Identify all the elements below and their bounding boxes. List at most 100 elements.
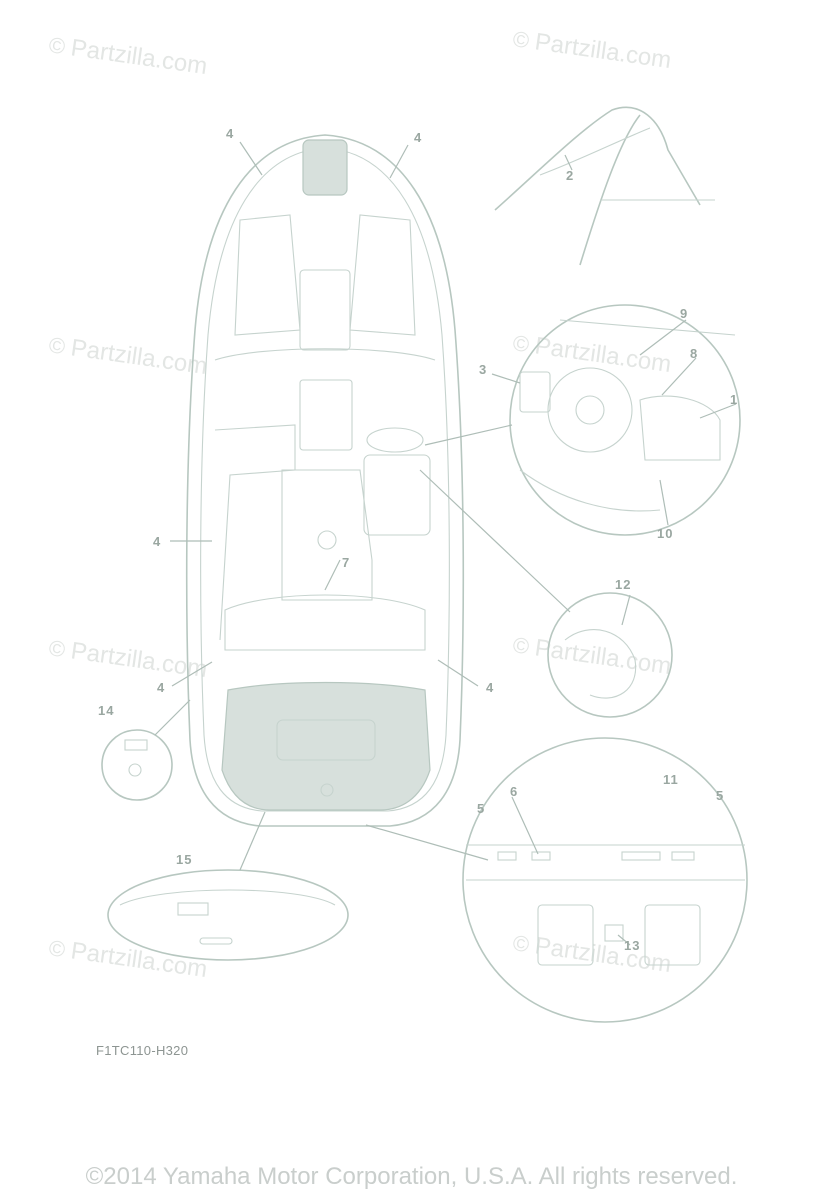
helm-switch-panel (519, 371, 551, 413)
watermark-top-left: ©Partzilla.com (47, 31, 209, 80)
watermark-mid-right: ©Partzilla.com (511, 329, 673, 378)
svg-text:©Partzilla.com: ©Partzilla.com (511, 631, 673, 680)
callout-9: 9 (680, 306, 688, 321)
leader-lines (154, 141, 737, 946)
helm-console-edge (519, 469, 661, 512)
figure-code: F1TC110-H320 (96, 1043, 189, 1058)
tow-eye (128, 763, 142, 777)
transom-engine-left (537, 904, 594, 966)
watermark-text: Partzilla.com (533, 332, 673, 378)
callout-5-right: 5 (716, 788, 724, 803)
rear-bench-seat (224, 594, 426, 651)
watermark-bottom-left: ©Partzilla.com (47, 934, 209, 983)
copyright-symbol-icon: © (47, 935, 67, 962)
left-bow-seat (234, 214, 301, 336)
walkthrough-panel (299, 379, 353, 451)
callout-12: 12 (615, 577, 631, 592)
watermark-top-right: ©Partzilla.com (511, 25, 673, 74)
transom-engine-right (644, 904, 701, 966)
callout-2: 2 (566, 168, 574, 183)
callout-13: 13 (624, 938, 640, 953)
rear-seat-detail (547, 592, 673, 718)
right-bow-seat (349, 214, 416, 336)
svg-text:©Partzilla.com: ©Partzilla.com (47, 634, 209, 683)
watermark-layer: ©Partzilla.com ©Partzilla.com ©Partzilla… (47, 25, 673, 983)
tow-eye-label-box (124, 739, 148, 751)
engine-hatch (276, 719, 376, 761)
helm-dash-line (559, 319, 736, 336)
helm-wheel-hub (575, 395, 605, 425)
tow-eye-detail (101, 729, 173, 801)
callout-4-side: 4 (153, 534, 161, 549)
tower-detail (494, 106, 715, 266)
stern-drain (320, 783, 334, 797)
callout-4-bow-right: 4 (414, 130, 422, 145)
transom-label-13 (604, 924, 624, 942)
callout-3: 3 (479, 362, 487, 377)
callout-11: 11 (663, 772, 679, 787)
stern-label-box (177, 902, 209, 916)
boat-hull-outline (185, 134, 465, 827)
transom-detail (462, 737, 748, 1023)
copyright-symbol-icon: © (47, 32, 67, 59)
svg-text:©Partzilla.com: ©Partzilla.com (47, 31, 209, 80)
callout-6: 6 (510, 784, 518, 799)
boat-top-view (185, 134, 465, 827)
svg-text:©Partzilla.com: ©Partzilla.com (511, 929, 673, 978)
watermark-text: Partzilla.com (533, 28, 673, 74)
transom-detail-circle (462, 737, 748, 1023)
watermark-text: Partzilla.com (69, 937, 209, 983)
copyright-notice: ©2014 Yamaha Motor Corporation, U.S.A. A… (85, 1163, 738, 1190)
stern-detail-edge (119, 889, 336, 906)
copyright-symbol-icon: © (511, 632, 531, 659)
tower-crossbar (539, 127, 651, 176)
svg-text:©Partzilla.com: ©Partzilla.com (511, 25, 673, 74)
windshield-line (214, 348, 436, 361)
bow-hatch (302, 139, 348, 196)
callout-4-bow-left: 4 (226, 126, 234, 141)
transom-label-5-right (671, 851, 695, 861)
watermark-low-left: ©Partzilla.com (47, 634, 209, 683)
swim-platform (221, 681, 431, 811)
watermark-low-right: ©Partzilla.com (511, 631, 673, 680)
copyright-symbol-icon: © (511, 930, 531, 957)
tow-eye-detail-circle (101, 729, 173, 801)
transom-label-5-left (497, 851, 517, 861)
callout-1: 1 (730, 392, 738, 407)
watermark-text: Partzilla.com (69, 34, 209, 80)
watermark-bottom-right: ©Partzilla.com (511, 929, 673, 978)
callout-labels: 1 2 3 4 4 4 4 4 5 5 6 7 8 9 10 11 12 13 … (98, 126, 738, 953)
helm-detail (509, 304, 741, 536)
transom-label-11 (621, 851, 661, 861)
stern-handle (199, 937, 233, 945)
cockpit-floor (281, 469, 373, 601)
tower-frame-front (494, 106, 701, 211)
bow-floor-hatch (299, 269, 351, 351)
copyright-symbol-icon: © (47, 635, 67, 662)
watermark-text: Partzilla.com (533, 932, 673, 978)
helm-steering-wheel (547, 367, 633, 453)
rear-seat-detail-circle (547, 592, 673, 718)
left-cockpit-seat (214, 424, 296, 641)
watermark-text: Partzilla.com (533, 634, 673, 680)
callout-8: 8 (690, 346, 698, 361)
rear-seat-detail-shape (564, 629, 637, 699)
svg-text:©Partzilla.com: ©Partzilla.com (47, 331, 209, 380)
callout-14: 14 (98, 703, 114, 718)
helm-throttle-box (639, 395, 721, 461)
stern-detail (107, 869, 349, 961)
tower-frame-leg (579, 114, 641, 266)
callout-4-stern-left: 4 (157, 680, 165, 695)
stern-detail-ellipse (107, 869, 349, 961)
callout-10: 10 (657, 526, 673, 541)
transom-label-6 (531, 851, 551, 861)
svg-text:©Partzilla.com: ©Partzilla.com (47, 934, 209, 983)
copyright-symbol-icon: © (511, 330, 531, 357)
callout-7: 7 (342, 555, 350, 570)
svg-text:©Partzilla.com: ©Partzilla.com (511, 329, 673, 378)
helm-detail-circle (509, 304, 741, 536)
steering-wheel (366, 427, 424, 453)
callout-4-stern-right: 4 (486, 680, 494, 695)
boat-deck-outline (200, 147, 450, 812)
